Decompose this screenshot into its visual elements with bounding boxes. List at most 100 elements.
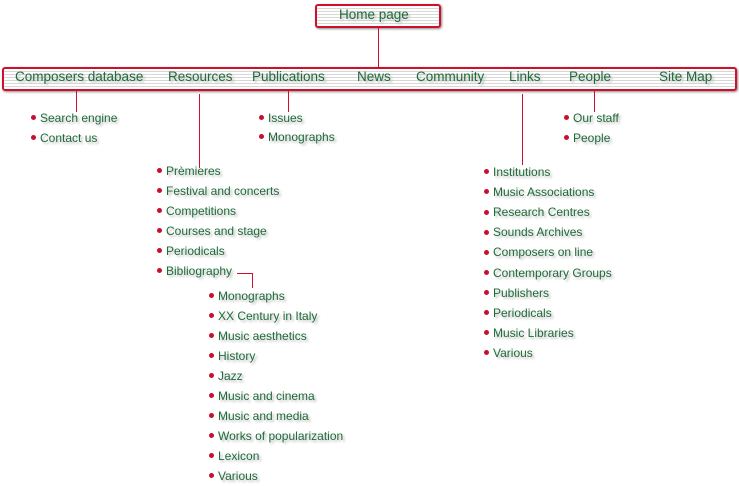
connector	[76, 91, 77, 112]
nav-links[interactable]: Links	[509, 69, 541, 84]
bullet-icon	[157, 208, 162, 214]
item-label: Various	[493, 345, 533, 360]
resources-item[interactable]: Periodicals	[157, 244, 225, 258]
links-item[interactable]: Contemporary Groups	[484, 266, 612, 280]
connector	[288, 91, 289, 112]
item-label: Various	[218, 469, 258, 483]
composers-item[interactable]: Contact us	[31, 131, 97, 145]
item-label: Music Associations	[493, 185, 595, 200]
item-label: Lexicon	[218, 449, 260, 463]
connector	[522, 94, 523, 165]
item-label: Periodicals	[166, 244, 225, 258]
item-label: History	[218, 349, 256, 363]
resources-item[interactable]: Bibliography	[157, 264, 232, 278]
links-item[interactable]: Music Libraries	[484, 326, 574, 340]
bullet-icon	[259, 134, 264, 140]
bullet-icon	[564, 115, 569, 121]
bibliography-item[interactable]: Music and cinema	[209, 389, 315, 403]
nav-community[interactable]: Community	[416, 69, 485, 84]
links-item[interactable]: Composers on line	[484, 245, 593, 259]
resources-item[interactable]: Prèmieres	[157, 164, 221, 178]
home-page-link[interactable]: Home page	[339, 7, 409, 22]
bullet-icon	[157, 268, 162, 274]
links-item[interactable]: Sounds Archives	[484, 225, 582, 239]
item-label: Works of popularization	[218, 429, 344, 443]
bullet-icon	[484, 310, 489, 316]
nav-composers-database[interactable]: Composers database	[15, 69, 144, 84]
item-label: Contact us	[40, 131, 98, 145]
home-page-box[interactable]	[315, 4, 441, 28]
bibliography-item[interactable]: Music and media	[209, 409, 309, 423]
bibliography-item[interactable]: Music aesthetics	[209, 329, 307, 343]
links-item[interactable]: Institutions	[484, 165, 550, 179]
bullet-icon	[209, 313, 214, 319]
composers-item[interactable]: Search engine	[31, 111, 117, 125]
item-label: Publishers	[493, 285, 550, 300]
bullet-icon	[484, 189, 489, 195]
bullet-icon	[484, 269, 489, 275]
item-label: Bibliography	[166, 264, 233, 278]
nav-publications[interactable]: Publications	[252, 69, 325, 84]
people-item[interactable]: People	[564, 131, 610, 145]
bibliography-item[interactable]: Works of popularization	[209, 429, 343, 443]
item-label: Research Centres	[493, 205, 590, 220]
connector	[237, 273, 253, 274]
nav-site-map[interactable]: Site Map	[659, 69, 713, 84]
item-label: Institutions	[493, 165, 551, 179]
nav-bar	[2, 67, 737, 91]
resources-item[interactable]: Courses and stage	[157, 224, 267, 238]
item-label: Composers on line	[493, 245, 594, 260]
item-label: Music and cinema	[218, 389, 315, 403]
bullet-icon	[484, 330, 489, 336]
connector	[252, 273, 253, 288]
bullet-icon	[157, 188, 162, 194]
resources-item[interactable]: Competitions	[157, 204, 236, 218]
bibliography-item[interactable]: Monographs	[209, 289, 285, 303]
item-label: Competitions	[166, 204, 237, 218]
item-label: Sounds Archives	[493, 225, 583, 240]
item-label: Periodicals	[493, 305, 552, 320]
bullet-icon	[157, 228, 162, 234]
bullet-icon	[157, 168, 162, 174]
bibliography-item[interactable]: XX Century in Italy	[209, 309, 317, 323]
bullet-icon	[157, 248, 162, 254]
links-item[interactable]: Periodicals	[484, 306, 552, 320]
publications-item[interactable]: Issues	[259, 111, 303, 125]
bullet-icon	[209, 373, 214, 379]
bullet-icon	[209, 473, 214, 479]
bibliography-item[interactable]: Various	[209, 469, 258, 483]
links-item[interactable]: Research Centres	[484, 205, 590, 219]
connector	[378, 28, 379, 67]
publications-item[interactable]: Monographs	[259, 130, 335, 144]
connector	[594, 91, 595, 112]
item-label: Music and media	[218, 409, 309, 423]
bullet-icon	[31, 135, 36, 141]
links-item[interactable]: Publishers	[484, 286, 549, 300]
bullet-icon	[484, 229, 489, 235]
bullet-icon	[209, 393, 214, 399]
nav-news[interactable]: News	[357, 69, 391, 84]
bullet-icon	[484, 350, 489, 356]
item-label: Prèmieres	[166, 164, 221, 178]
resources-item[interactable]: Festival and concerts	[157, 184, 279, 198]
item-label: Festival and concerts	[166, 184, 280, 198]
item-label: Monographs	[218, 289, 285, 303]
links-item[interactable]: Various	[484, 346, 533, 360]
item-label: Courses and stage	[166, 224, 267, 238]
bibliography-item[interactable]: History	[209, 349, 255, 363]
bullet-icon	[484, 169, 489, 175]
bullet-icon	[209, 333, 214, 339]
item-label: Our staff	[573, 111, 619, 125]
bibliography-item[interactable]: Jazz	[209, 369, 243, 383]
nav-people[interactable]: People	[569, 69, 612, 84]
bullet-icon	[209, 433, 214, 439]
item-label: Monographs	[268, 130, 335, 144]
item-label: XX Century in Italy	[218, 309, 318, 323]
bibliography-item[interactable]: Lexicon	[209, 449, 259, 463]
item-label: Issues	[268, 111, 303, 125]
links-item[interactable]: Music Associations	[484, 185, 594, 199]
people-item[interactable]: Our staff	[564, 111, 619, 125]
bullet-icon	[484, 289, 489, 295]
item-label: People	[573, 131, 611, 145]
nav-resources[interactable]: Resources	[168, 69, 233, 84]
